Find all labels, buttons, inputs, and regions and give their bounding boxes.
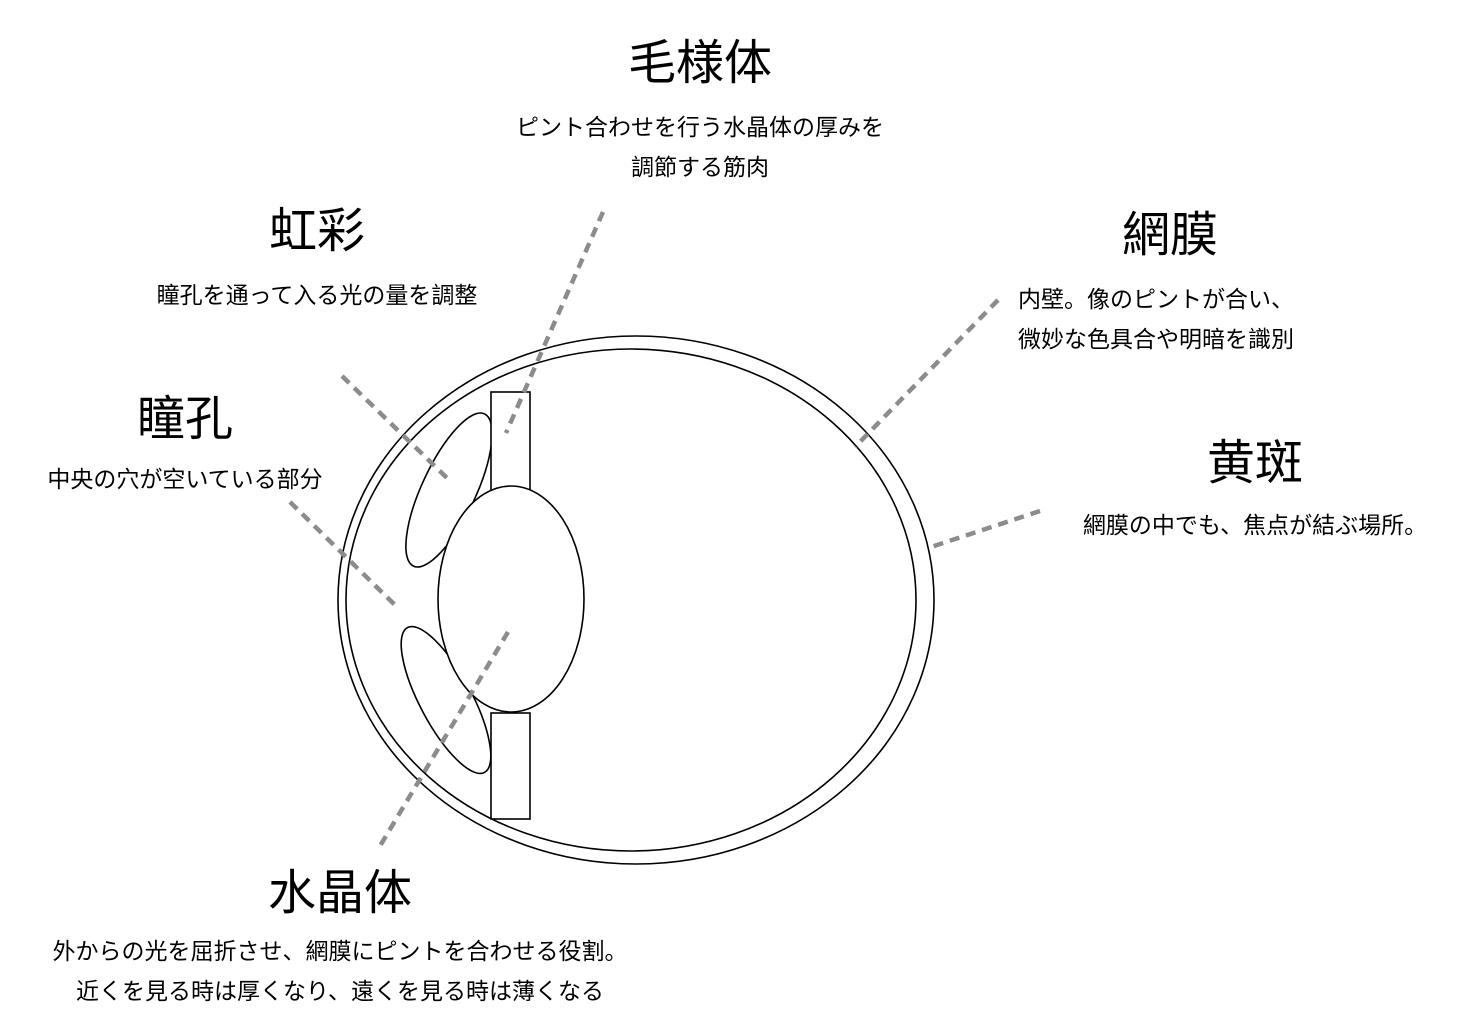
pupil-leader-line xyxy=(288,500,400,610)
retina-label: 網膜 内壁。像のピントが合い、 微妙な色具合や明暗を識別 xyxy=(1018,206,1348,360)
ciliary-leader-line xyxy=(503,211,606,434)
iris-desc-line1: 瞳孔を通って入る光の量を調整 xyxy=(156,283,478,309)
ciliary-body-lower xyxy=(490,712,531,820)
iris-label: 虹彩 瞳孔を通って入る光の量を調整 xyxy=(117,202,517,316)
lens-shape xyxy=(437,485,585,713)
ciliary-desc-line1: ピント合わせを行う水晶体の厚みを xyxy=(516,115,884,141)
lens-label: 水晶体 外からの光を屈折させ、網膜にピントを合わせる役割。 近くを見る時は厚くな… xyxy=(10,864,670,1012)
macula-leader-line xyxy=(927,508,1041,551)
pupil-title: 瞳孔 xyxy=(136,391,233,447)
macula-desc-line1: 網膜の中でも、焦点が結ぶ場所。 xyxy=(1082,513,1428,539)
lens-title: 水晶体 xyxy=(267,865,412,921)
retina-title: 網膜 xyxy=(1122,207,1219,263)
ciliary-body-upper xyxy=(490,391,531,499)
retina-leader-line xyxy=(853,298,1000,449)
iris-title: 虹彩 xyxy=(268,203,365,259)
retina-outline xyxy=(345,348,917,852)
lens-desc-line1: 外からの光を屈折させ、網膜にピントを合わせる役割。 xyxy=(52,939,628,965)
retina-desc-line1: 内壁。像のピントが合い、 xyxy=(1018,287,1294,313)
macula-label: 黄斑 網膜の中でも、焦点が結ぶ場所。 xyxy=(1055,434,1455,546)
pupil-desc-line1: 中央の穴が空いている部分 xyxy=(47,467,323,493)
pupil-label: 瞳孔 中央の穴が空いている部分 xyxy=(20,390,350,500)
macula-title: 黄斑 xyxy=(1206,435,1303,491)
ciliary-desc-line2: 調節する筋肉 xyxy=(631,155,769,181)
ciliary-title: 毛様体 xyxy=(627,35,772,91)
iris-leader-line xyxy=(340,374,449,480)
ciliary-label: 毛様体 ピント合わせを行う水晶体の厚みを 調節する筋肉 xyxy=(450,34,950,188)
retina-desc-line2: 微妙な色具合や明暗を識別 xyxy=(1018,327,1294,353)
eyeball-outer-outline xyxy=(337,335,935,865)
lens-desc-line2: 近くを見る時は厚くなり、遠くを見る時は薄くなる xyxy=(75,979,605,1005)
lens-leader-line xyxy=(378,630,510,848)
